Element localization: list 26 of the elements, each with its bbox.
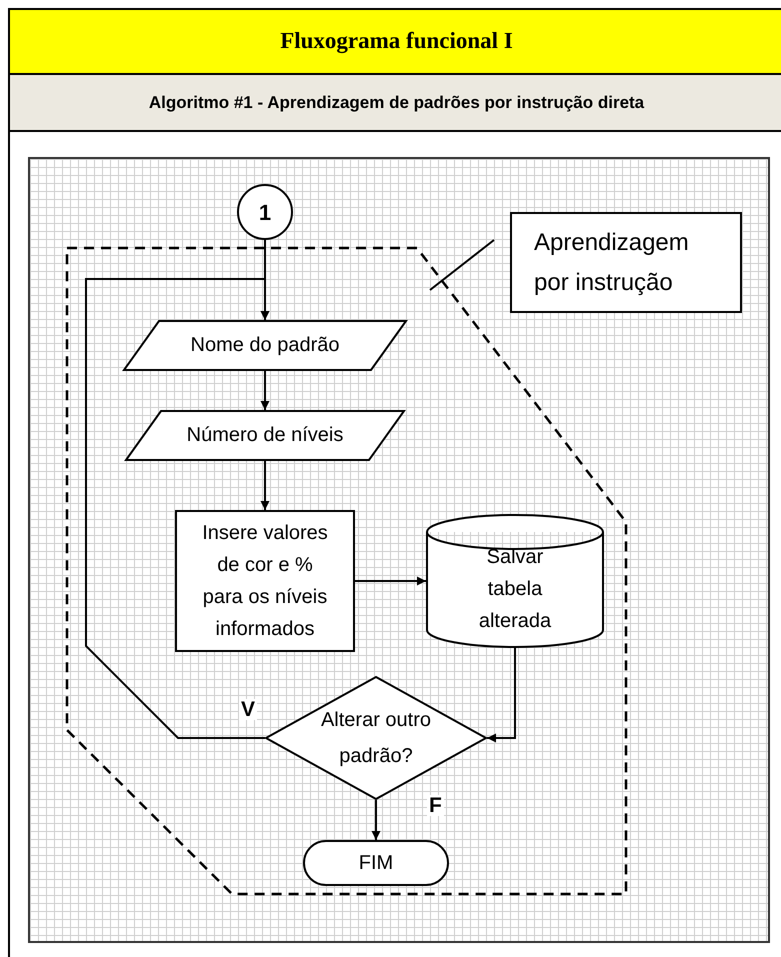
input-parallelogram [123,320,407,371]
subtitle: Algoritmo #1 - Aprendizagem de padrões por instrução direta [148,92,644,114]
arrow [372,800,380,840]
node-text: Insere valores de cor e % para os níveis informados [201,521,329,642]
annotation-box [510,212,742,313]
connector-circle [237,184,293,240]
input-parallelogram [125,410,405,461]
arrow [260,371,270,410]
node-text: Alterar outro padrão? [320,708,432,769]
node-text: 1 [258,198,272,226]
arrow [85,278,270,739]
node-text: FIM [358,851,394,876]
edge-label: V [239,699,258,720]
node-text: Nome do padrão [190,333,340,358]
node-text: Salvar tabela alterada [478,545,552,634]
title: Fluxograma funcional I [280,27,513,56]
leader-line [429,239,495,291]
database-cylinder [426,514,604,648]
node-text: Aprendizagem por instrução [533,228,690,298]
arrow [487,648,516,742]
node-text: Número de níveis [186,423,344,448]
process-box [175,510,355,652]
arrow [355,576,426,586]
arrow [260,461,270,510]
edge-label: F [427,795,444,816]
terminator [303,840,449,886]
